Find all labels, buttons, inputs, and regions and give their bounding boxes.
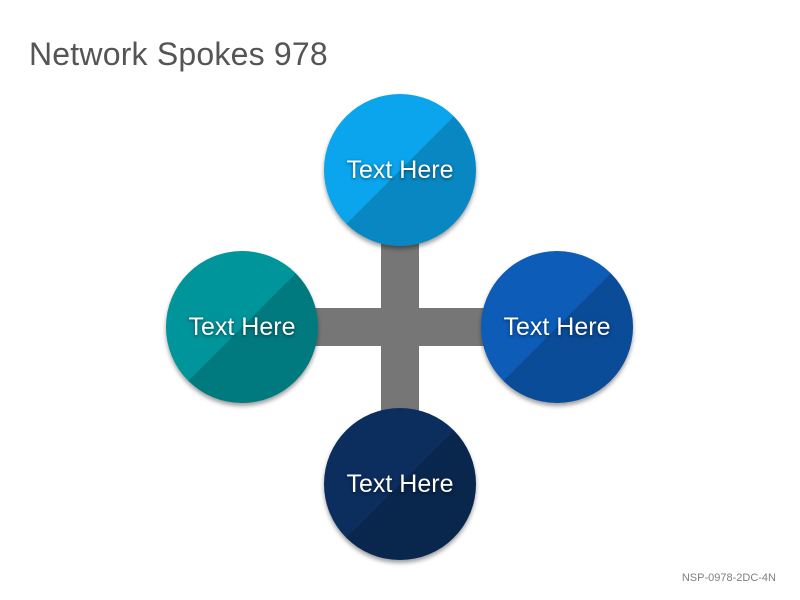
spoke-node-bottom-label: Text Here: [346, 469, 454, 498]
spoke-node-right-label: Text Here: [503, 312, 611, 341]
horizontal-connector-bar: [308, 308, 492, 346]
spoke-node-top[interactable]: Text Here: [324, 94, 476, 246]
spoke-node-right[interactable]: Text Here: [481, 251, 633, 403]
spoke-node-left[interactable]: Text Here: [166, 251, 318, 403]
spoke-node-bottom[interactable]: Text Here: [324, 408, 476, 560]
spoke-node-top-label: Text Here: [346, 155, 454, 184]
slide-title: Network Spokes 978: [29, 36, 328, 72]
spoke-node-left-label: Text Here: [188, 312, 296, 341]
slide-code: NSP-0978-2DC-4N: [681, 572, 776, 584]
